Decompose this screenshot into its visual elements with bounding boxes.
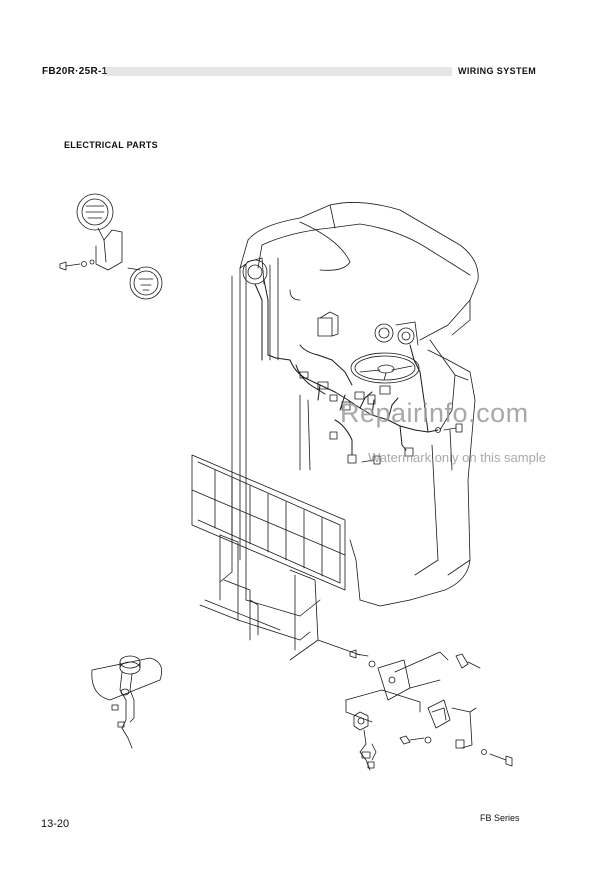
header-section-label: WIRING SYSTEM — [458, 66, 537, 76]
watermark-site: Repairinfo.com — [340, 398, 529, 428]
watermark-note: Watermark only on this sample — [368, 450, 546, 465]
page-number: 13-20 — [41, 818, 70, 830]
backrest-grid — [191, 454, 346, 591]
series-label: FB Series — [480, 813, 520, 823]
header-model-label: FB20R·25R-1 — [42, 66, 108, 77]
meter-exploded-view — [59, 193, 163, 300]
switch-plate-assembly — [345, 649, 513, 771]
horn-assembly — [91, 655, 163, 749]
dash-meters — [242, 257, 419, 346]
forks-outline — [199, 534, 361, 661]
section-title: ELECTRICAL PARTS — [64, 140, 158, 150]
header-divider-bar — [104, 67, 452, 76]
truck-body-outline — [239, 202, 479, 607]
harness-connectors — [299, 311, 414, 464]
harness-bolts — [361, 423, 463, 465]
mast-outline — [204, 257, 321, 641]
steering-wheel — [350, 352, 420, 384]
